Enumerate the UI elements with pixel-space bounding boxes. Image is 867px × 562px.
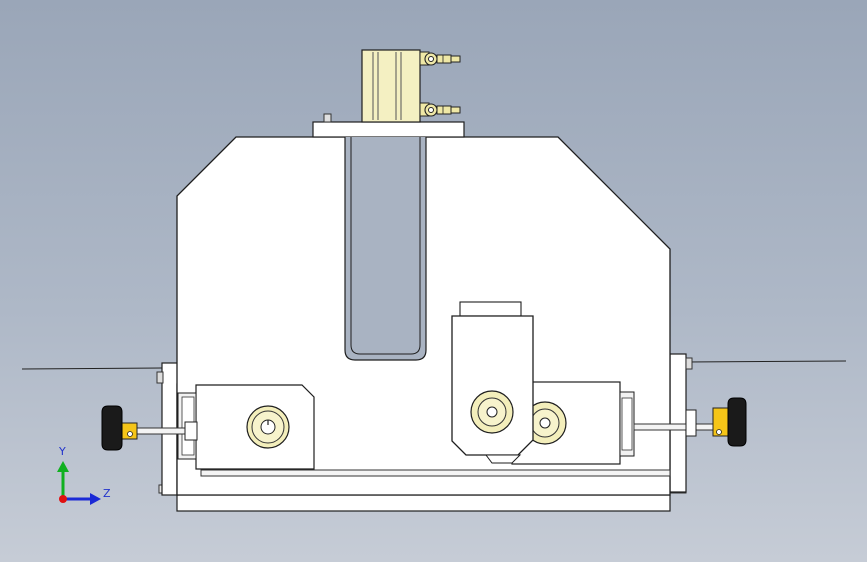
triad-z-label: Z <box>103 487 111 500</box>
triad-z-arrow-icon <box>90 493 101 505</box>
lever-pivot-roller <box>470 390 514 434</box>
coordinate-triad: Y Z <box>57 445 111 505</box>
triad-y-arrow-icon <box>57 461 69 472</box>
left-wire-line <box>21 367 163 370</box>
mount-screw <box>323 113 332 123</box>
right-roller <box>523 401 567 445</box>
air-fitting-top <box>419 51 461 66</box>
right-carriage-guide-inner <box>621 397 633 451</box>
center-u-slot <box>344 137 427 361</box>
lever-arm-foot <box>485 454 522 464</box>
triad-origin-icon <box>59 495 67 503</box>
right-rod-end <box>685 409 697 437</box>
lever-arm <box>451 315 534 456</box>
air-fitting-bottom <box>419 102 461 117</box>
center-u-slot-inner <box>350 137 421 355</box>
base-plate <box>176 494 671 512</box>
lever-arm-top-tab <box>459 301 522 317</box>
right-screw-head <box>685 357 693 370</box>
left-adjust-knob-icon[interactable] <box>101 405 123 451</box>
left-roller <box>246 405 290 449</box>
lower-guide-rail <box>200 469 671 477</box>
top-mount-plate <box>312 121 465 138</box>
pneumatic-cylinder <box>361 49 421 123</box>
left-rod-end <box>184 421 198 441</box>
triad-y-label: Y <box>58 445 66 458</box>
left-lock-collar <box>119 422 138 440</box>
right-adjust-knob-icon[interactable] <box>727 397 747 447</box>
right-adjust-rod <box>633 423 717 431</box>
left-screw-head <box>156 371 164 384</box>
right-end-plate <box>669 353 687 493</box>
right-wire-line <box>685 360 847 363</box>
right-lock-collar <box>712 407 731 437</box>
